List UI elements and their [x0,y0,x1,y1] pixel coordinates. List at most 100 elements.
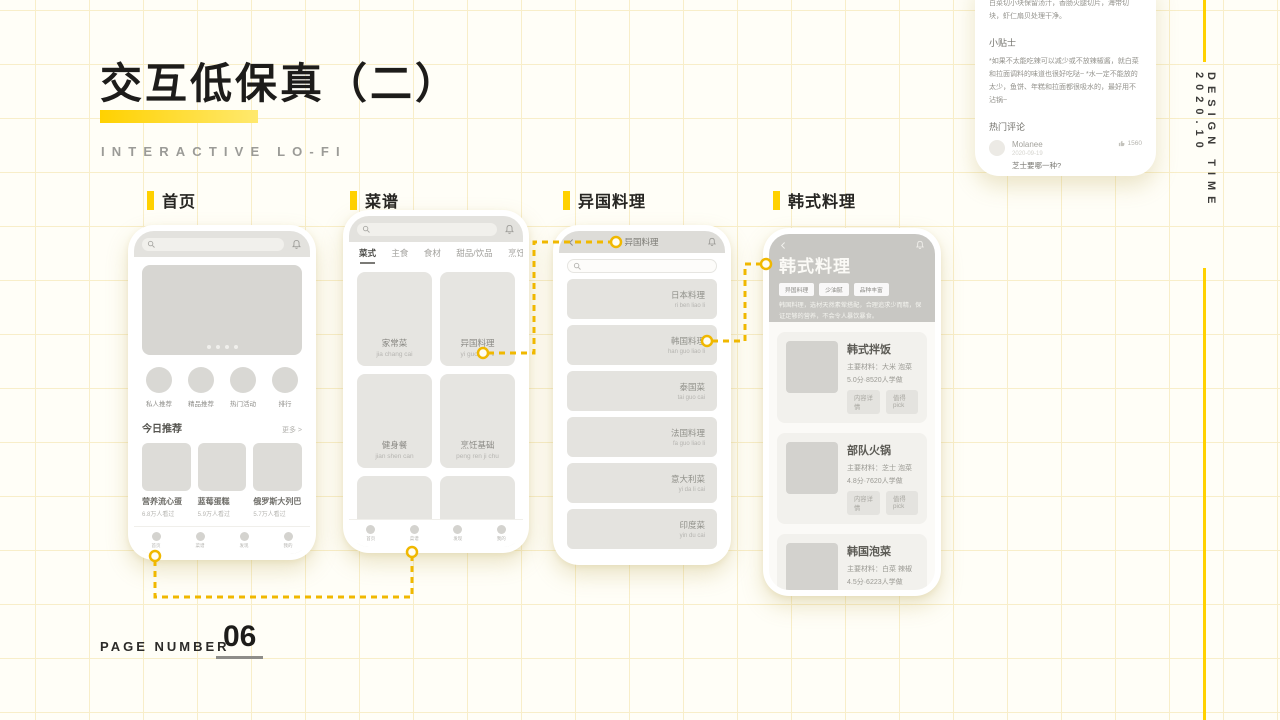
bell-icon[interactable] [707,237,717,247]
tab-dessert-drinks[interactable]: 甜品/饮品 [456,248,493,258]
tab-profile[interactable]: 我的 [480,525,524,542]
category-featured[interactable]: 精品推荐 [188,367,214,408]
comment-username: Molanee [1012,139,1043,149]
connector-home-to-recipes [153,556,414,599]
tab-recipes[interactable]: 菜谱 [393,525,437,542]
category-icon [230,367,256,393]
detail-button[interactable]: 内容详情 [847,491,881,515]
tabbar: 首页 菜谱 发现 我的 [349,519,523,547]
tab-recipes[interactable]: 菜谱 [178,532,222,549]
bell-icon[interactable] [915,240,925,250]
tab-staple-food[interactable]: 主食 [391,248,409,258]
tab-dish-style[interactable]: 菜式 [359,248,377,264]
recipes-appbar [349,216,523,242]
header-title: 异国料理 [624,237,659,247]
dish-image [786,543,838,590]
tab-home[interactable]: 首页 [134,532,178,549]
tips-title: 小贴士 [989,37,1017,48]
tag-chip: 异国料理 [779,283,815,296]
search-input[interactable] [567,259,717,273]
label-accent-bar [147,190,154,210]
phone-korean-cuisine: 韩式料理 异国料理 少油腻 品种丰富 韩国料理，选材天然素荤搭配，合理追求少而精… [763,228,941,596]
comment-text: 芝士要哪一种? [1012,160,1062,170]
bell-icon[interactable] [291,239,302,250]
tab-discover[interactable]: 发现 [222,532,266,549]
label-accent-bar [773,190,780,210]
tab-icon [366,525,376,534]
banner-carousel[interactable] [142,265,302,355]
category-private-recommend[interactable]: 私人推荐 [146,367,172,408]
recipe-thumbnail [142,443,191,491]
category-icon [188,367,214,393]
dish-card-bibimbap[interactable]: 韩式拌饭 主要材料：大米 泡菜 5.0分·8520人学做 内容详情 值得pick [777,332,927,423]
tab-icon [239,532,249,541]
like-icon [1118,140,1125,146]
tag-chip: 少油腻 [819,283,849,296]
dish-image [786,442,838,494]
korean-hero: 韩式料理 异国料理 少油腻 品种丰富 韩国料理，选材天然素荤搭配，合理追求少而精… [769,234,935,322]
label-korean-cuisine: 韩式料理 [773,188,856,212]
dish-card-kimchi[interactable]: 韩国泡菜 主要材料：白菜 辣椒 4.5分·6223人学做 内容详情 值得pick [777,534,927,590]
tag-chip: 品种丰富 [853,283,889,296]
pick-button[interactable]: 值得pick [886,390,918,414]
search-input[interactable] [142,237,284,251]
comment-likes[interactable]: 1560 [1118,140,1142,147]
recipe-thumbnail [253,443,302,491]
category-icon [272,367,298,393]
category-hot-activity[interactable]: 热门活动 [230,367,256,408]
tips-text: *如果不太能吃辣可以减少或不放辣椒酱，就白菜和拉面调料的味道也很好吃哒~ *水一… [989,57,1139,104]
today-recommend-title: 今日推荐 [142,424,182,435]
back-icon[interactable] [567,238,576,247]
label-home: 首页 [147,188,196,212]
page-title: 交互低保真（二） [100,60,461,107]
tab-cooking[interactable]: 烹饪 [507,248,523,258]
page-number: 06 [216,620,264,659]
page-subtitle: INTERACTIVE LO-FI [101,144,347,159]
tab-icon [496,525,506,534]
title-accent-bar [100,110,258,123]
back-icon[interactable] [779,241,788,250]
tab-icon [283,532,293,541]
tab-profile[interactable]: 我的 [266,532,310,549]
category-ranking[interactable]: 排行 [272,367,298,408]
category-icon [146,367,172,393]
detail-button[interactable]: 内容详情 [847,390,881,414]
page-number-label: PAGE NUMBER [100,639,230,654]
right-rule-bottom [1203,268,1206,720]
home-appbar [134,231,310,257]
more-link[interactable]: 更多 > [281,427,302,434]
tab-icon [453,525,463,534]
foreign-header: 异国料理 [559,231,725,253]
tab-discover[interactable]: 发现 [436,525,480,542]
label-recipes: 菜谱 [350,188,399,212]
bell-icon[interactable] [504,224,515,235]
recipe-thumbnail [197,443,247,491]
search-input[interactable] [357,222,497,236]
pick-button[interactable]: 值得pick [886,491,918,515]
design-time-caption: DESIGN TIME 2020.10 [1193,72,1217,210]
dish-image [786,341,838,393]
dish-card-army-stew[interactable]: 部队火锅 主要材料：芝士 泡菜 4.8分·7620人学做 内容详情 值得pick [777,433,927,524]
recipe-category-tabs: 菜式 主食 食材 甜品/饮品 烹饪 [349,242,523,264]
hero-title: 韩式料理 [779,257,851,276]
tab-home[interactable]: 首页 [349,525,393,542]
comment-date: 2020-09-19 [1012,150,1043,157]
recipe-step-text: 白菜切小块保留汤汁，香肠火腿切片，海带切块，虾仁扇贝处理干净。 [989,0,1129,20]
tab-ingredients[interactable]: 食材 [423,248,441,258]
label-foreign-cuisine: 异国料理 [563,188,646,212]
